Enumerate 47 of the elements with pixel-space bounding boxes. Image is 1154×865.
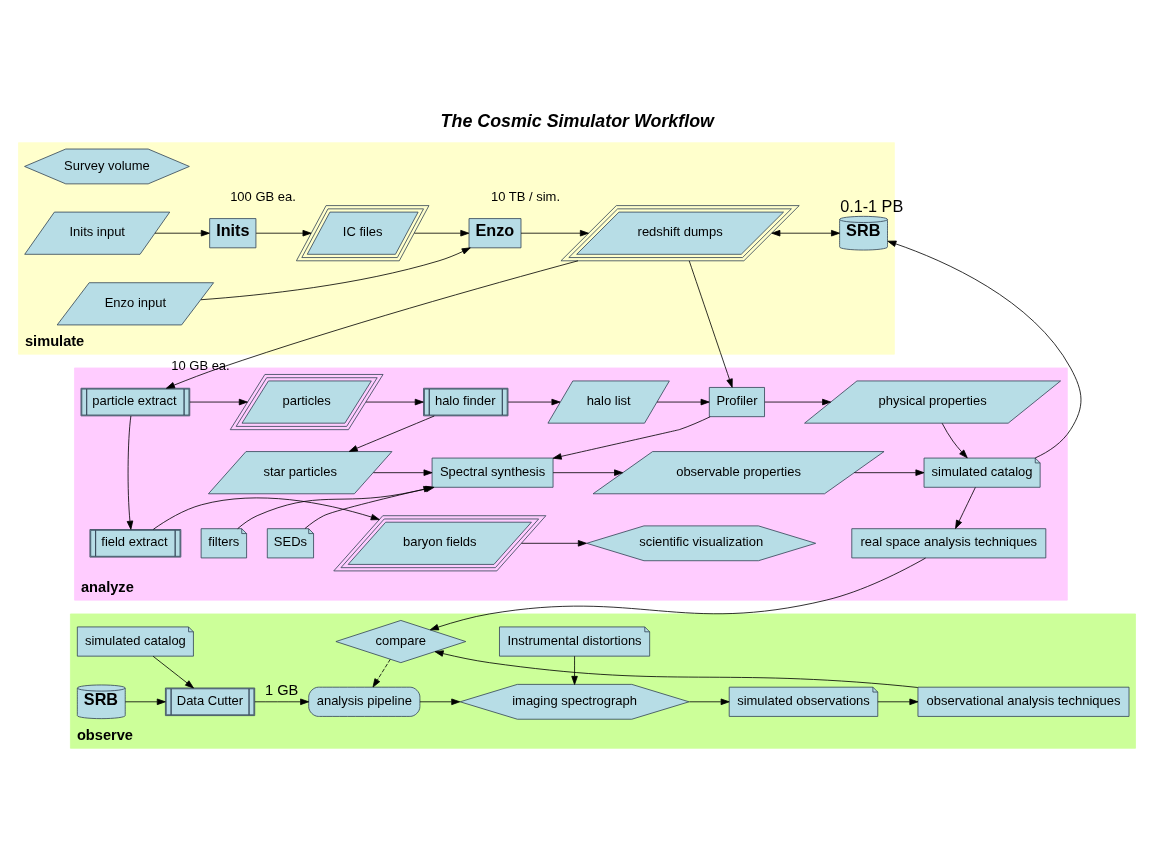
node-label: 10 TB / sim. <box>491 189 561 205</box>
edge-label: 1 GB <box>265 681 299 698</box>
arrow <box>166 260 579 389</box>
node-box: real space analysis techniques <box>851 528 1047 559</box>
node-label: 100 GB ea. <box>230 189 296 205</box>
arrow <box>152 497 380 530</box>
arrow <box>877 698 919 706</box>
arrow <box>254 698 310 706</box>
arrow <box>771 229 840 237</box>
arrow <box>688 260 733 388</box>
arrow <box>200 247 471 301</box>
arrow <box>373 469 433 476</box>
arrow <box>520 229 589 237</box>
arrow <box>552 416 711 460</box>
arrow <box>413 229 470 237</box>
arrow <box>365 398 424 406</box>
arrow <box>552 469 624 476</box>
arrow <box>764 398 832 406</box>
arrow <box>571 655 578 685</box>
arrow <box>434 650 919 688</box>
node-box: observational analysis techniques <box>917 686 1130 717</box>
node-box: analysis pipeline <box>308 686 421 717</box>
node-box: Inits <box>209 218 257 249</box>
arrow <box>941 422 968 459</box>
arrow <box>126 415 134 530</box>
arrow <box>853 469 925 476</box>
node-label: 0.1-1 PB <box>840 196 904 215</box>
diagram-title: The Cosmic Simulator Workflow <box>440 110 714 131</box>
arrow <box>372 658 391 688</box>
arrow <box>955 487 976 529</box>
arrow <box>688 698 730 706</box>
arrow <box>189 398 248 406</box>
node-box: Spectral synthesis <box>431 457 554 488</box>
node-diamond: compare <box>335 620 467 664</box>
arrow <box>429 557 926 631</box>
arrow <box>507 398 561 406</box>
arrow <box>124 698 166 706</box>
node-box: Enzo <box>468 218 522 249</box>
arrow <box>521 540 587 547</box>
arrow <box>419 698 461 706</box>
node-box: Profiler <box>708 387 765 418</box>
arrow <box>348 415 435 452</box>
arrow <box>152 655 194 689</box>
arrow <box>154 229 210 237</box>
arrow <box>255 229 312 237</box>
arrow <box>887 240 1082 459</box>
arrow <box>656 398 710 406</box>
